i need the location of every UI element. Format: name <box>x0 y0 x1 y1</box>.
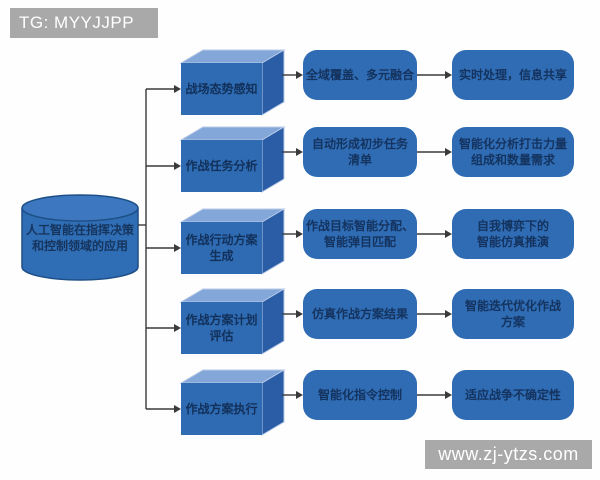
arrowhead <box>296 391 303 399</box>
source-cylinder-top <box>21 194 139 222</box>
arrowhead <box>174 244 181 252</box>
source-cylinder-label: 人工智能在指挥决策 和控制领域的应用 <box>25 223 134 253</box>
watermark-bottom-right-text: www.zj-ytzs.com <box>438 444 579 464</box>
method-box-row1: 全域覆盖、多元融合 <box>303 50 417 100</box>
cube-side-face <box>261 49 285 116</box>
arrowhead <box>296 310 303 318</box>
stage-cube-row2: 作战任务分析 <box>181 140 262 192</box>
method-box-row3: 作战目标智能分配、 智能弹目匹配 <box>303 209 417 259</box>
arrowhead <box>445 230 452 238</box>
cube-side-face <box>261 288 285 355</box>
stage-cube-row4: 作战方案计划 评估 <box>181 302 262 354</box>
cube-side-face <box>261 208 285 275</box>
watermark-top-left: TG: MYYJJPP <box>10 8 158 38</box>
stage-cube-row5: 作战方案执行 <box>181 383 262 435</box>
arrowhead <box>445 310 452 318</box>
outcome-box-row2: 智能化分析打击力量 组成和数量需求 <box>452 127 574 177</box>
arrowhead <box>174 85 181 93</box>
outcome-box-row5: 适应战争不确定性 <box>452 370 574 420</box>
outcome-box-row4: 智能迭代优化作战 方案 <box>452 289 574 339</box>
outcome-box-row3: 自我博弈下的 智能仿真推演 <box>452 209 574 259</box>
arrowhead <box>296 230 303 238</box>
method-box-row5: 智能化指令控制 <box>303 370 417 420</box>
stage-cube-row3: 作战行动方案 生成 <box>181 222 262 274</box>
arrowhead <box>296 148 303 156</box>
arrowhead <box>174 324 181 332</box>
stage-cube-row1: 战场态势感知 <box>181 63 262 115</box>
watermark-bottom-right: www.zj-ytzs.com <box>425 440 592 469</box>
cube-side-face <box>261 369 285 436</box>
arrowhead <box>174 162 181 170</box>
source-cylinder-body <box>21 208 139 281</box>
arrowhead <box>296 71 303 79</box>
arrowhead <box>445 391 452 399</box>
arrowhead <box>445 71 452 79</box>
method-box-row2: 自动形成初步任务 清单 <box>303 127 417 177</box>
arrowhead <box>445 148 452 156</box>
arrowhead <box>174 405 181 413</box>
outcome-box-row1: 实时处理，信息共享 <box>452 50 574 100</box>
cube-side-face <box>261 126 285 193</box>
method-box-row4: 仿真作战方案结果 <box>303 289 417 339</box>
watermark-top-left-text: TG: MYYJJPP <box>19 13 135 32</box>
